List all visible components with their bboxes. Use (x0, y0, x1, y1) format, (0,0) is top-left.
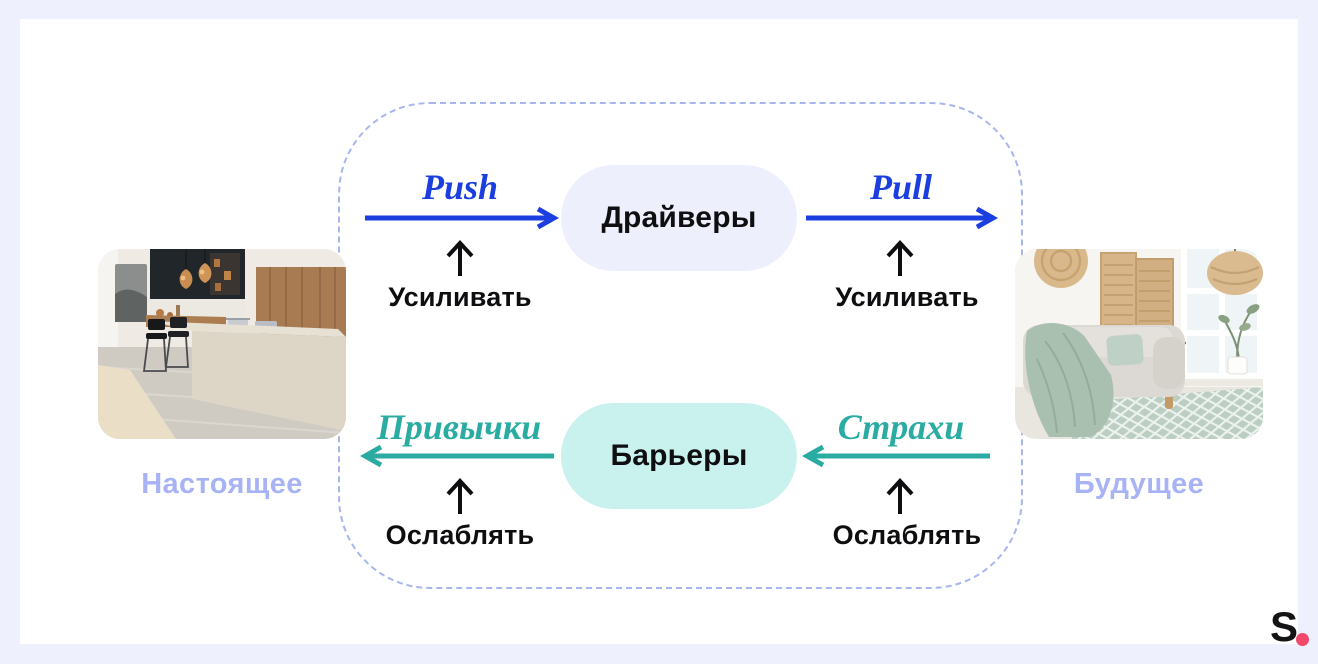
wicker-wall-disc (1034, 249, 1088, 288)
weaken-right-up-arrow-icon (886, 478, 914, 514)
kitchen-photo (98, 249, 346, 439)
barriers-node-label: Барьеры (610, 439, 748, 472)
shutter-screen (1100, 252, 1174, 338)
weaken-left-up-arrow-icon (446, 478, 474, 514)
push-label: Push (421, 167, 499, 207)
wicker-pendant-lamp (1207, 249, 1263, 295)
push-arrow-icon (365, 207, 559, 229)
brand-logo-letter: S (1270, 603, 1298, 650)
strengthen-right-up-arrow-icon (886, 240, 914, 276)
strengthen-right-label: Усиливать (835, 282, 979, 312)
kitchen-pendant-lamps (179, 249, 212, 289)
kitchen-island-top (150, 321, 346, 337)
kitchen-painting-detail (115, 289, 147, 322)
drivers-node-label: Драйверы (601, 201, 757, 234)
drivers-node: Драйверы (561, 165, 797, 271)
barriers-node: Барьеры (561, 403, 797, 509)
pull-label: Pull (869, 167, 932, 207)
habits-label: Привычки (376, 407, 542, 447)
present-caption: Настоящее (141, 468, 303, 500)
weaken-left-label: Ослаблять (385, 520, 535, 550)
kitchen-rug (98, 365, 176, 439)
kitchen-island-front (192, 331, 346, 431)
kitchen-stools (142, 317, 189, 372)
living-room-photo (1015, 249, 1263, 439)
kitchen-illustration (98, 249, 346, 439)
fears-arrow-icon (802, 445, 990, 467)
strengthen-left-up-arrow-icon (446, 240, 474, 276)
future-caption: Будущее (1073, 468, 1205, 500)
canvas-card: Настоящее (20, 19, 1309, 648)
sofa-blanket (1025, 323, 1114, 437)
brand-logo: S (1270, 606, 1316, 650)
living-room-illustration (1015, 249, 1263, 439)
pull-arrow-icon (806, 207, 998, 229)
potted-plant (1218, 304, 1260, 375)
brand-logo-dot-icon (1296, 633, 1309, 646)
habits-arrow-icon (360, 445, 554, 467)
rug-pattern (1071, 387, 1263, 439)
strengthen-left-label: Усиливать (388, 282, 532, 312)
kitchen-shelf-items (214, 259, 231, 291)
fears-label: Страхи (837, 407, 965, 447)
weaken-right-label: Ослаблять (832, 520, 982, 550)
